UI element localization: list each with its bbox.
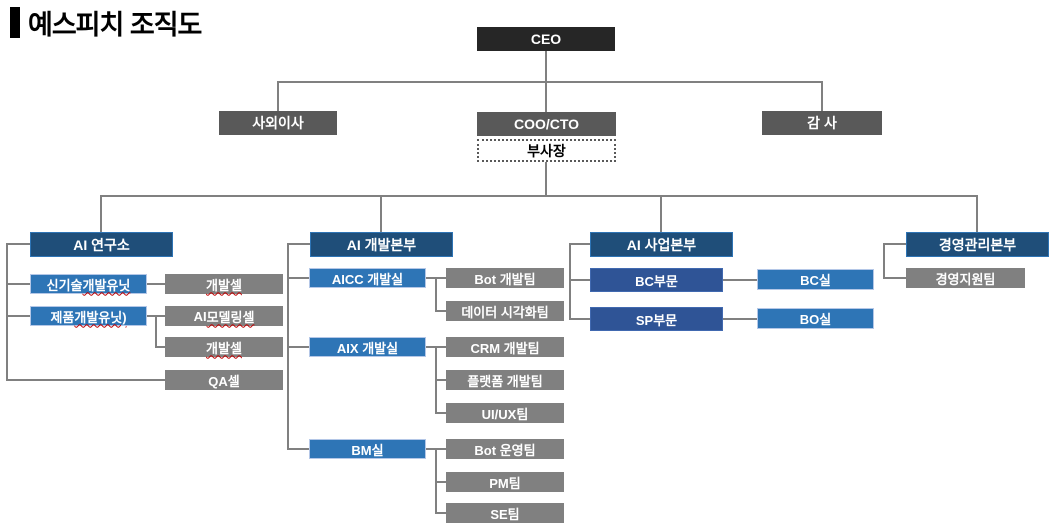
connector-line (287, 243, 310, 245)
node-division-ai-biz-hq: AI 사업본부 (590, 232, 733, 257)
page-title: 예스피치 조직도 (28, 10, 202, 40)
connector-line (883, 243, 885, 279)
node-cell-ai-modeling: AI 모델링셀 (165, 306, 283, 326)
connector-line (435, 277, 437, 312)
connector-line (435, 481, 446, 483)
label-text: AI (193, 308, 207, 324)
label-misspelled-text: 개발셀 (206, 340, 242, 356)
node-unit-product-dev: 제품 개발유닛) (30, 306, 147, 326)
connector-line (147, 283, 165, 285)
node-cell-qa: QA셀 (165, 370, 283, 390)
connector-line (883, 243, 906, 245)
label-text: QA셀 (208, 373, 240, 389)
connector-line (976, 195, 978, 232)
node-team-pm: PM팀 (446, 472, 564, 492)
connector-line (6, 243, 8, 381)
node-dept-bm: BM실 (309, 439, 426, 459)
node-dept-aicc: AICC 개발실 (309, 268, 426, 288)
connector-line (821, 81, 823, 111)
node-division-ai-dev-hq: AI 개발본부 (310, 232, 453, 257)
title-accent-bar (10, 7, 20, 38)
label-misspelled-text: 모델링셀 (206, 309, 255, 325)
node-ceo: CEO (477, 27, 615, 51)
connector-line (435, 310, 446, 312)
node-office-bc: BC실 (757, 269, 874, 290)
node-dept-aix: AIX 개발실 (309, 337, 426, 357)
connector-line (660, 195, 662, 232)
connector-line (569, 243, 590, 245)
node-team-bot-dev: Bot 개발팀 (446, 268, 564, 288)
label-misspelled-text: 개발유닛) (74, 309, 127, 325)
connector-line (435, 412, 446, 414)
node-cell-dev-1: 개발셀 (165, 274, 283, 294)
node-team-se: SE팀 (446, 503, 564, 523)
node-sector-sp: SP부문 (590, 307, 723, 331)
label-misspelled-text: 개발유닛 (82, 277, 131, 293)
node-team-platform-dev: 플랫폼 개발팀 (446, 370, 564, 390)
node-office-bo: BO실 (757, 308, 874, 329)
node-division-mgmt-hq: 경영관리본부 (906, 232, 1049, 257)
connector-line (277, 81, 279, 111)
connector-line (100, 195, 102, 232)
connector-line (6, 243, 30, 245)
node-division-ai-research-lab: AI 연구소 (30, 232, 173, 257)
connector-line (277, 81, 823, 83)
label-misspelled-text: 개발셀 (206, 277, 242, 293)
connector-line (435, 379, 446, 381)
node-team-bot-ops: Bot 운영팀 (446, 439, 564, 459)
connector-line (569, 279, 590, 281)
label-text: 제품 (50, 309, 75, 325)
connector-line (155, 346, 165, 348)
connector-line (545, 162, 547, 196)
label-text: 신기술 (46, 277, 83, 293)
connector-line (287, 277, 309, 279)
node-outside-director: 사외이사 (219, 111, 337, 135)
connector-line (6, 379, 165, 381)
node-cell-dev-2: 개발셀 (165, 337, 283, 357)
connector-line (101, 195, 978, 197)
node-unit-new-tech-dev: 신기술 개발유닛 (30, 274, 147, 294)
connector-line (435, 512, 446, 514)
connector-line (723, 318, 757, 320)
node-sector-bc: BC부문 (590, 268, 723, 292)
connector-line (569, 243, 571, 320)
node-team-ui-ux: UI/UX팀 (446, 403, 564, 423)
connector-line (883, 277, 906, 279)
connector-line (723, 279, 757, 281)
node-team-mgmt-support: 경영지원팀 (906, 268, 1025, 288)
connector-line (6, 315, 30, 317)
connector-line (287, 448, 309, 450)
connector-line (155, 315, 157, 348)
node-team-data-viz: 데이터 시각화팀 (446, 301, 564, 321)
node-vice-president: 부사장 (477, 139, 616, 162)
connector-line (569, 318, 590, 320)
node-coo-cto: COO/CTO (477, 112, 616, 136)
connector-line (380, 195, 382, 232)
node-auditor: 감 사 (762, 111, 882, 135)
connector-line (287, 346, 309, 348)
connector-line (6, 283, 30, 285)
node-team-crm-dev: CRM 개발팀 (446, 337, 564, 357)
